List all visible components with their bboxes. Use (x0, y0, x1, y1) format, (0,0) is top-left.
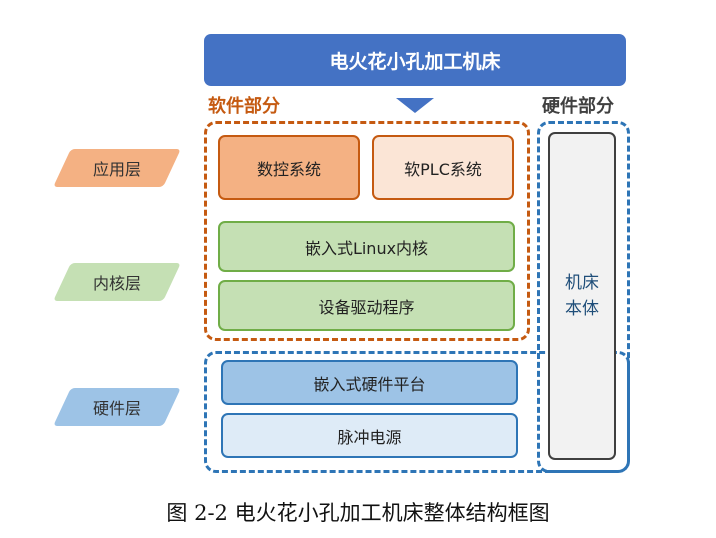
soft-plc-box: 软PLC系统 (372, 135, 514, 200)
arrow-down-icon (396, 98, 434, 113)
machine-section-frame (537, 121, 630, 473)
hardware-section-label: 硬件部分 (542, 96, 614, 117)
device-driver-box: 设备驱动程序 (218, 280, 515, 331)
hardware-platform-box: 嵌入式硬件平台 (221, 360, 518, 405)
software-section-label: 软件部分 (208, 96, 280, 117)
machine-body-box: 机床 本体 (548, 132, 616, 460)
figure-caption: 图 2-2 电火花小孔加工机床整体结构框图 (166, 501, 550, 525)
machine-body-label-1: 机床 (565, 273, 599, 293)
software-section-frame (204, 121, 530, 341)
pulse-power-box: 脉冲电源 (221, 413, 518, 458)
machine-body-label-2: 本体 (565, 299, 599, 319)
linux-kernel-box: 嵌入式Linux内核 (218, 221, 515, 272)
layer-hardware-label: 硬件层 (92, 399, 141, 418)
layer-kernel-label: 内核层 (92, 274, 141, 293)
cnc-system-box: 数控系统 (218, 135, 360, 200)
layer-application-label: 应用层 (92, 160, 141, 179)
layer-application-tag: 应用层 (53, 149, 181, 187)
layer-kernel-tag: 内核层 (53, 263, 181, 301)
layer-hardware-tag: 硬件层 (53, 388, 181, 426)
title-banner: 电火花小孔加工机床 (204, 34, 626, 86)
